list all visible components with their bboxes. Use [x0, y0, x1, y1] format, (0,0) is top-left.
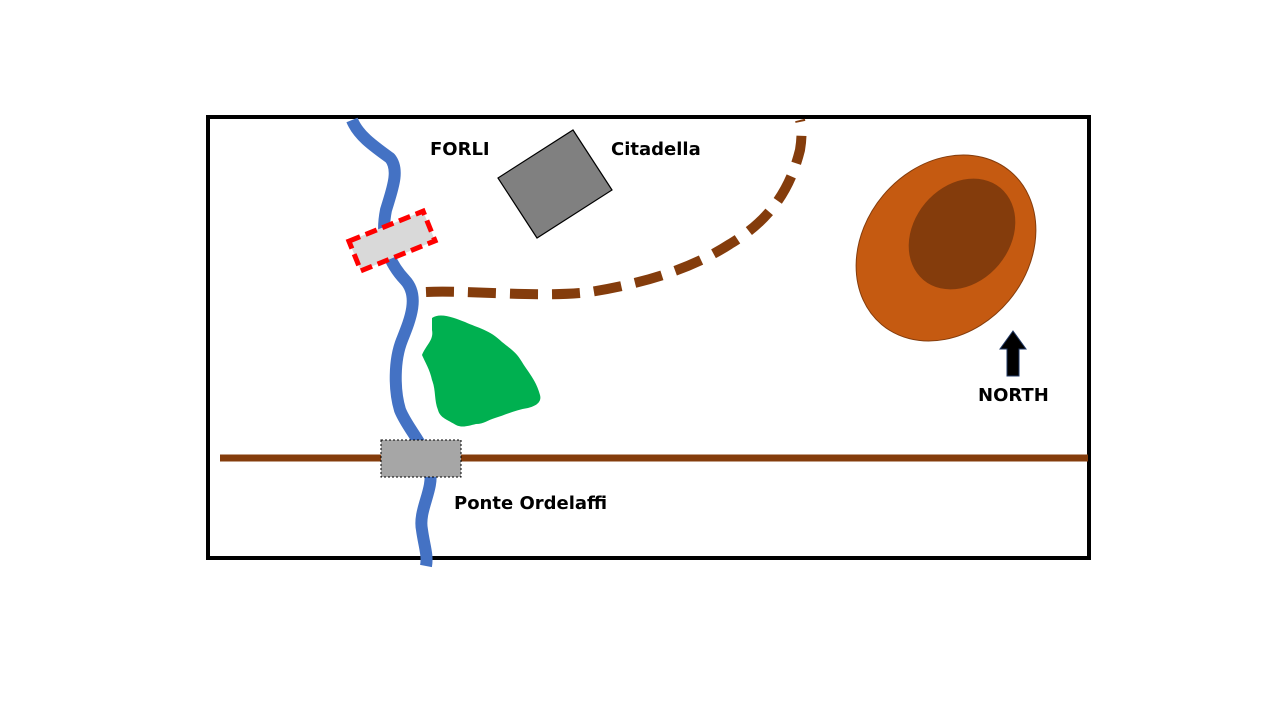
label-forli: FORLI: [430, 139, 490, 160]
river: [346, 117, 437, 568]
woods: [422, 315, 541, 427]
citadel: [497, 129, 613, 239]
label-ponte-ordelaffi: Ponte Ordelaffi: [454, 493, 607, 514]
label-citadella: Citadella: [611, 139, 701, 160]
highlighted-crossing: [345, 207, 439, 275]
hill-inner: [908, 178, 1016, 290]
north-arrow-icon: [999, 330, 1027, 377]
label-north: NORTH: [978, 385, 1049, 406]
dashed-route: [425, 118, 807, 300]
ponte-ordelaffi-bridge: [380, 439, 462, 478]
